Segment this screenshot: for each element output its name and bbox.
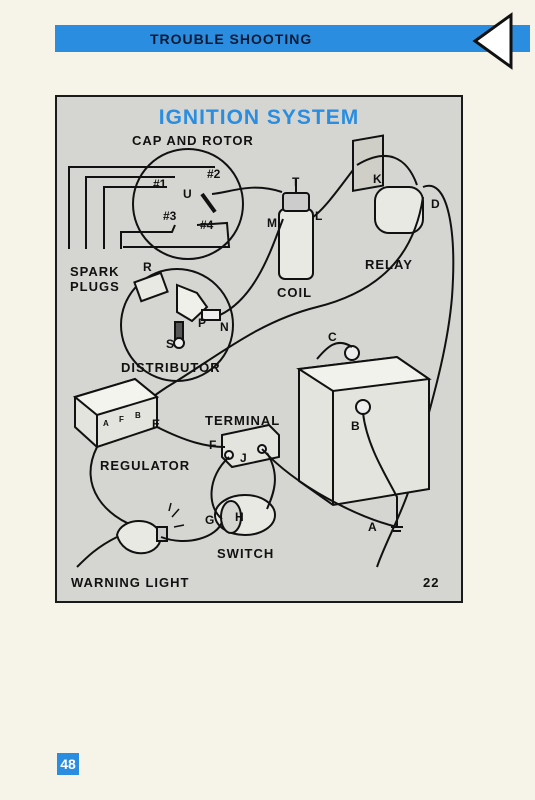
warning-light-label: WARNING LIGHT [71,575,190,590]
pin-k: K [373,172,382,186]
pin-g: G [205,513,215,527]
regulator-terminal-a: A [103,419,109,428]
pin-t: T [292,175,300,189]
regulator-label: REGULATOR [100,458,191,473]
relay-label: RELAY [365,257,413,272]
pin-f: F [209,438,217,452]
pin-l: L [315,209,323,223]
pin-p: P [198,316,207,330]
distributor-label: DISTRIBUTOR [121,360,221,375]
cap-rotor-label: CAP AND ROTOR [132,133,254,148]
pin-j: J [240,451,247,465]
spark-label-line2: PLUGS [70,279,120,294]
figure-title: IGNITION SYSTEM [158,106,360,129]
coil-label: COIL [277,285,313,300]
pin-h: H [235,510,244,524]
spark-label-line1: SPARK [70,264,120,279]
pin-c: C [328,330,337,344]
terminal-label: TERMINAL [205,413,281,428]
pin-n: N [220,320,229,334]
pin-2: #2 [207,167,221,181]
back-arrow-icon[interactable] [469,11,515,83]
pin-4: #4 [200,218,214,232]
wiring-drawing [68,134,455,568]
pin-1: #1 [153,177,167,191]
header-banner: TROUBLE SHOOTING [55,12,530,70]
pin-b: B [351,419,360,433]
pin-u: U [183,187,192,201]
switch-label: SWITCH [217,546,275,561]
figure-number: 22 [423,575,440,590]
pin-3: #3 [163,209,177,223]
pin-d: D [431,197,440,211]
page-title: TROUBLE SHOOTING [150,31,313,47]
regulator-terminal-f: F [119,415,124,424]
ignition-diagram: IGNITION SYSTEM CAP AND ROTOR SPARK PLUG… [55,95,463,603]
regulator-terminal-b: B [135,411,141,420]
pin-s: S [166,337,175,351]
pin-m: M [267,216,277,230]
pin-r: R [143,260,152,274]
pin-e: E [152,417,161,431]
pin-a: A [368,520,377,534]
page-number: 48 [57,753,79,775]
